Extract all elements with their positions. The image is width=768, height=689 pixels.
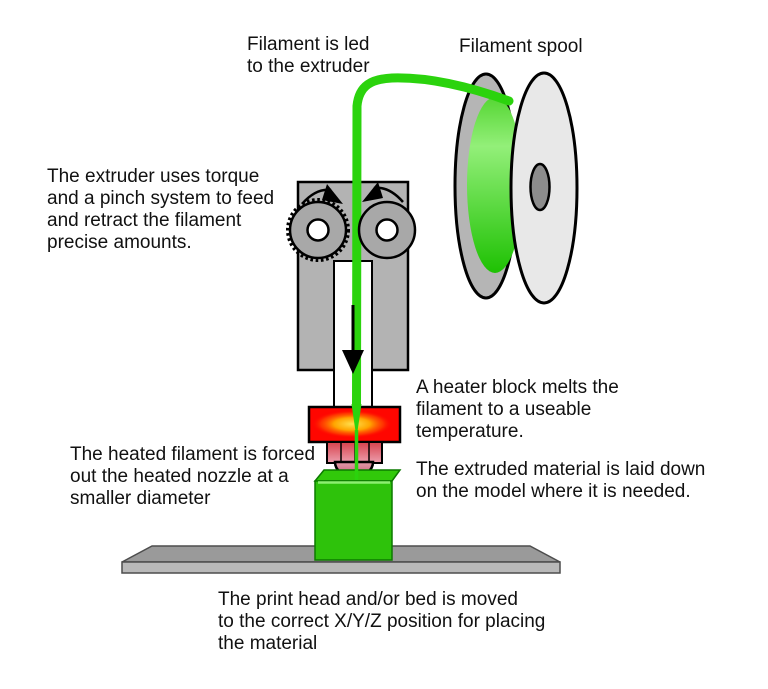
rotation-arrow-left (301, 184, 343, 205)
label-filament-spool: Filament spool (459, 36, 583, 57)
label-heater-block: A heater block melts the filament to a u… (416, 377, 619, 442)
rotation-arrow-right (362, 182, 404, 203)
drive-gear (286, 198, 350, 262)
filament-strand (351, 73, 514, 480)
label-print-head: The print head and/or bed is moved to th… (218, 589, 546, 654)
label-extruded-material: The extruded material is laid down on th… (416, 459, 706, 502)
label-extruder-torque: The extruder uses torque and a pinch sys… (47, 166, 275, 253)
spool-front-disc (509, 71, 579, 305)
filament-band (467, 97, 523, 273)
feed-direction-arrow (342, 305, 364, 374)
filament-spool (453, 72, 523, 300)
pinch-wheel (357, 200, 417, 260)
nozzle (326, 441, 383, 479)
label-filament-led: Filament is led to the extruder (247, 34, 370, 77)
label-heated-filament: The heated filament is forced out the he… (70, 444, 316, 509)
printed-model (313, 469, 402, 561)
heat-glow (312, 410, 392, 438)
